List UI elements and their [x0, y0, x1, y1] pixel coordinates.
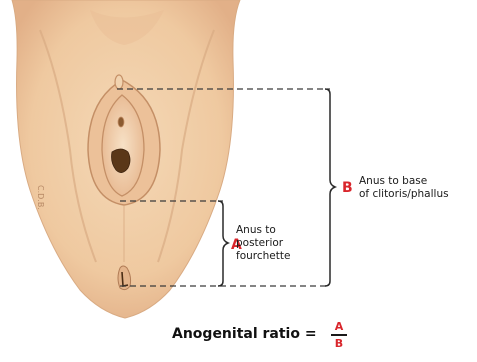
- clitoris: [115, 75, 123, 89]
- formula-fraction: A B: [331, 320, 347, 350]
- formula-denominator: B: [331, 337, 347, 350]
- label-b-letter: B: [342, 181, 353, 195]
- label-a-line2: posterior: [236, 237, 283, 250]
- anogenital-ratio-formula: Anogenital ratio = A B: [0, 318, 477, 358]
- formula-numerator: A: [331, 320, 347, 333]
- artist-signature: C.D.B.: [36, 185, 45, 210]
- label-a-line1: Anus to: [236, 224, 276, 237]
- label-b-line2: of clitoris/phallus: [359, 188, 449, 201]
- bracket-a: [218, 201, 228, 286]
- fraction-bar: [331, 334, 347, 336]
- formula-title: Anogenital ratio =: [172, 326, 317, 342]
- label-b-line1: Anus to base: [359, 175, 427, 188]
- urethral-opening: [118, 117, 124, 127]
- label-a-line3: fourchette: [236, 250, 290, 263]
- bracket-b: [325, 89, 335, 286]
